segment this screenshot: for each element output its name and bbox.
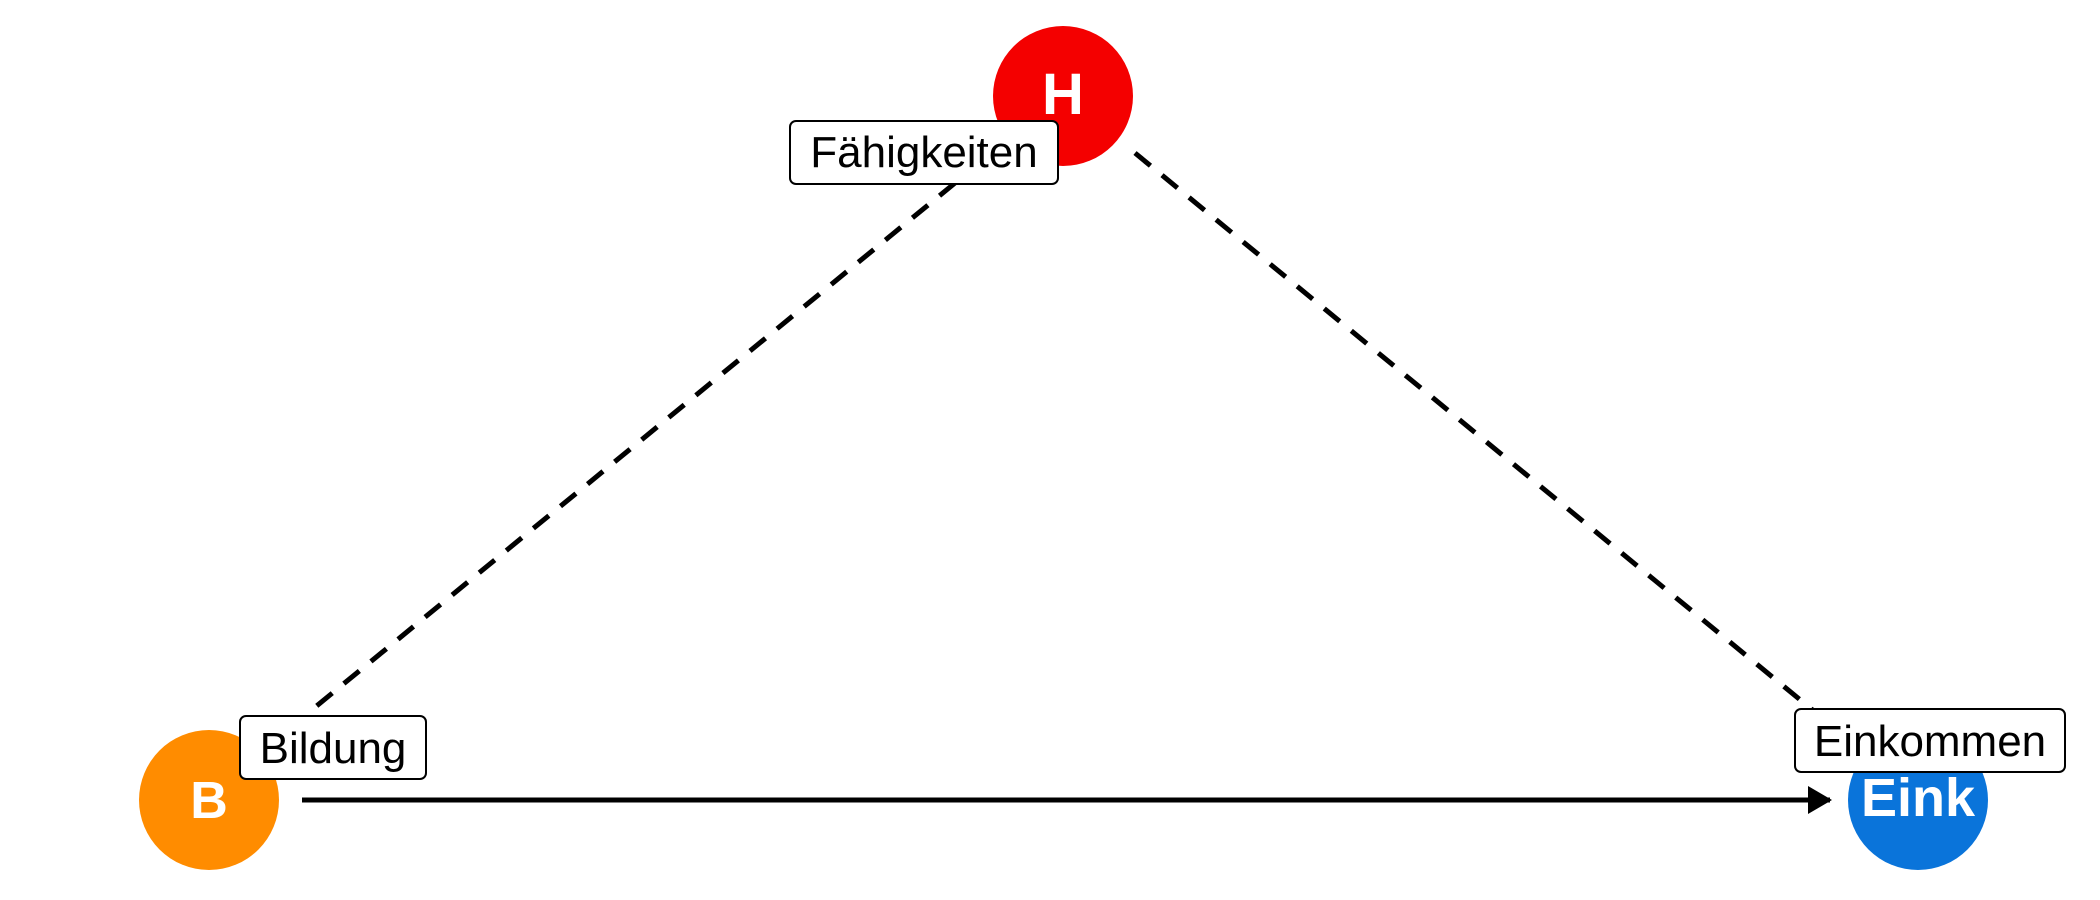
label-einkommen-box bbox=[1794, 708, 2066, 773]
node-eink-letter: Eink bbox=[1861, 768, 1976, 828]
edge-h-eink bbox=[1133, 151, 1817, 714]
label-faehigkeiten-text: Fähigkeiten bbox=[810, 128, 1037, 177]
label-bildung-box bbox=[239, 715, 427, 780]
label-bildung: Bildung bbox=[239, 715, 427, 780]
label-faehigkeiten: Fähigkeiten bbox=[789, 120, 1059, 185]
label-einkommen: Einkommen bbox=[1794, 708, 2066, 773]
label-einkommen-text: Einkommen bbox=[1814, 717, 2046, 766]
node-h-letter: H bbox=[1042, 62, 1084, 127]
edge-h-b bbox=[306, 181, 957, 715]
arrowhead-icon bbox=[1808, 786, 1832, 814]
label-bildung-text: Bildung bbox=[260, 724, 407, 773]
label-faehigkeiten-box bbox=[789, 120, 1059, 185]
node-b-letter: B bbox=[190, 772, 228, 830]
